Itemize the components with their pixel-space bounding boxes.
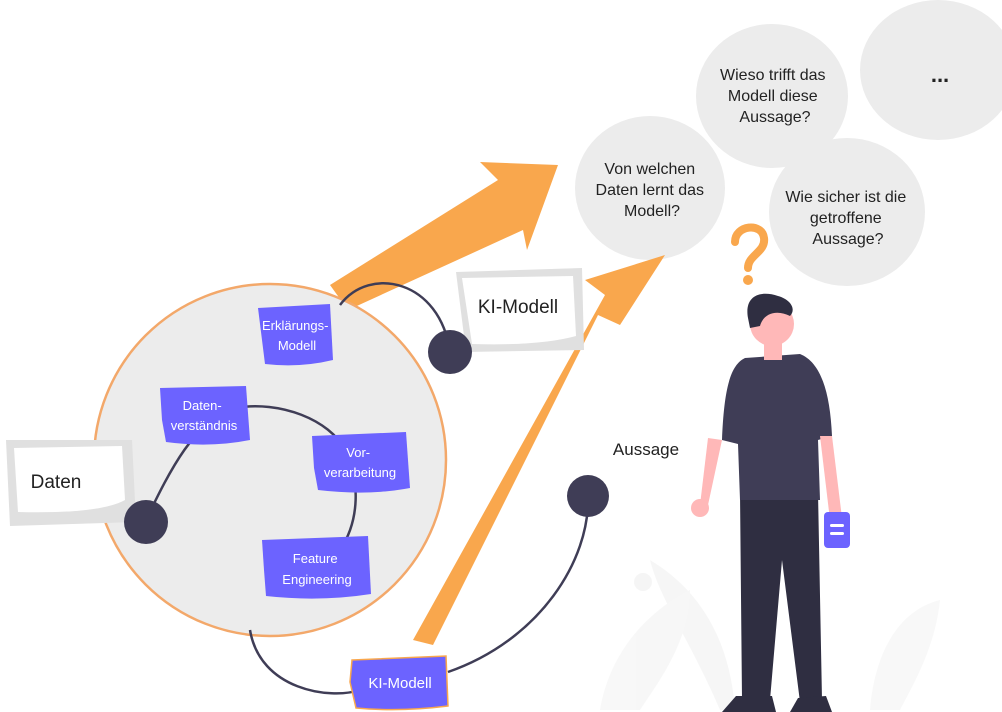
step-datenverstaendnis-label: Daten- verständnis (171, 398, 238, 433)
ki-modell-tag-label: KI-Modell (368, 675, 431, 692)
daten-card-label: Daten (31, 472, 82, 493)
step-erklaerungs-modell: Erklärungs- Modell (258, 304, 333, 366)
step-tag-shape (258, 304, 333, 366)
step-vorverarbeitung-label: Vor- verarbeitung (324, 445, 396, 480)
daten-card: Daten (6, 440, 136, 526)
person-shoe-right (790, 696, 832, 712)
more-ellipsis: ... (931, 62, 949, 87)
thought-bubbles: Wieso trifft das Modell diese Aussage? .… (575, 0, 1002, 286)
bubble-more (860, 0, 1002, 140)
orange-arrows (330, 162, 665, 645)
daten-card-body (14, 446, 125, 513)
step-tag-shape (262, 536, 371, 599)
step-vorverarbeitung: Vor- verarbeitung (312, 432, 410, 493)
aussage-label: Aussage (613, 440, 679, 459)
background-dot (634, 573, 652, 591)
question-mark-icon (731, 223, 769, 285)
arrow-tall (413, 255, 665, 645)
connector-erklaerung-to-ki-card (339, 282, 452, 353)
arrow-upper-right (330, 162, 558, 310)
person-illustration (691, 293, 850, 712)
node-ki-card (428, 330, 472, 374)
ki-modell-card-body (462, 276, 576, 345)
person-arm-left (700, 438, 722, 505)
bubble-how-sure (769, 138, 925, 286)
node-daten (124, 500, 168, 544)
person-hand-left (691, 499, 709, 517)
ki-modell-card: KI-Modell (456, 268, 584, 352)
question-which-data: Von welchen Daten lernt das Modell? (596, 161, 709, 220)
person-shoe-left (722, 696, 776, 712)
step-tag-shape (312, 432, 410, 493)
connector-bottom-right (447, 495, 590, 674)
person-torso (722, 354, 832, 500)
person-legs (740, 492, 822, 702)
question-mark-curve (731, 223, 769, 272)
bubble-which-data (575, 116, 725, 260)
bubble-why-statement (696, 24, 848, 168)
document-line (830, 524, 844, 527)
leaf-shape (870, 600, 940, 710)
leaf-shape (600, 590, 690, 710)
question-mark-dot (743, 275, 753, 285)
ki-modell-tag: KI-Modell (349, 655, 449, 711)
document-line (830, 532, 844, 535)
person-hair (747, 293, 793, 328)
leaf-shape (650, 560, 735, 710)
step-tag-shape (160, 386, 250, 445)
question-why-statement: Wieso trifft das Modell diese Aussage? (720, 67, 830, 126)
ki-modell-card-label: KI-Modell (478, 297, 558, 318)
node-aussage (567, 475, 609, 517)
background-leaves (600, 560, 940, 710)
step-datenverstaendnis: Daten- verständnis (160, 386, 250, 445)
step-feature-engineering-label: Feature Engineering (282, 551, 351, 587)
question-how-sure: Wie sicher ist die getroffene Aussage? (785, 189, 910, 248)
step-feature-engineering: Feature Engineering (262, 536, 371, 599)
step-erklaerungs-modell-label: Erklärungs- Modell (262, 318, 332, 353)
ki-modell-tag-shape (349, 655, 449, 711)
person-arm-right (820, 436, 842, 520)
connector-bottom-left (248, 629, 361, 695)
document-icon (824, 512, 850, 548)
process-steps: Erklärungs- Modell Daten- verständnis Vo… (160, 304, 410, 599)
nodes (124, 330, 609, 544)
